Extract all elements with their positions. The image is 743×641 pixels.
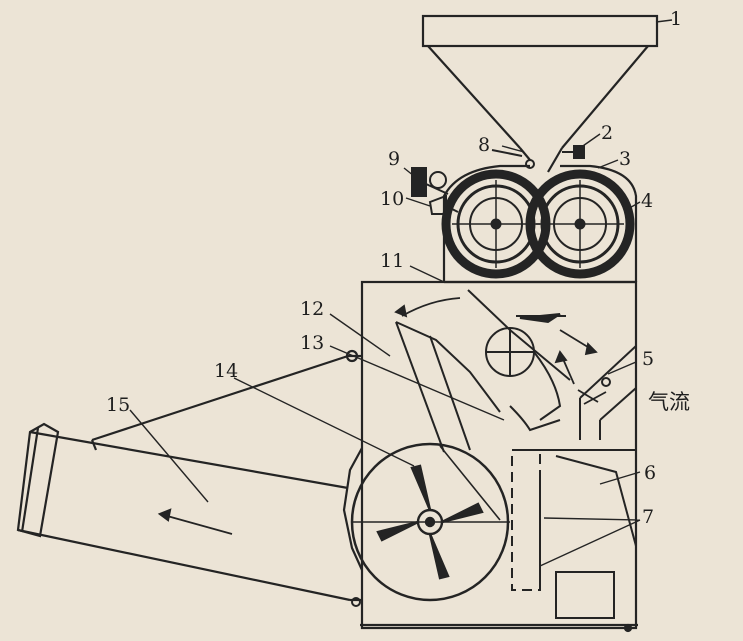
label-10: 10 xyxy=(380,188,405,210)
label-1: 1 xyxy=(670,8,683,30)
label-11: 11 xyxy=(380,250,405,272)
separation-chamber xyxy=(395,289,571,453)
suction-duct xyxy=(16,349,362,602)
fan-impeller xyxy=(376,464,484,580)
label-2: 2 xyxy=(601,122,614,144)
label-3: 3 xyxy=(619,148,632,170)
label-13: 13 xyxy=(300,332,325,354)
feed-adjuster xyxy=(491,145,585,169)
flow-arrows xyxy=(394,297,607,405)
label-airflow: 气流 xyxy=(648,390,690,414)
leader-lines xyxy=(129,19,673,567)
label-6: 6 xyxy=(644,462,657,484)
label-4: 4 xyxy=(641,190,654,212)
label-8: 8 xyxy=(478,134,491,156)
label-14: 14 xyxy=(214,360,239,382)
pressure-adjuster xyxy=(411,167,459,215)
air-channel xyxy=(579,345,637,440)
label-7: 7 xyxy=(642,506,655,528)
hopper xyxy=(421,14,659,173)
main-body xyxy=(360,280,638,633)
label-5: 5 xyxy=(642,348,655,370)
right-roller xyxy=(525,169,635,279)
label-9: 9 xyxy=(388,148,401,170)
label-12: 12 xyxy=(300,298,325,320)
label-15: 15 xyxy=(106,394,131,416)
lower-outlets xyxy=(511,449,637,619)
